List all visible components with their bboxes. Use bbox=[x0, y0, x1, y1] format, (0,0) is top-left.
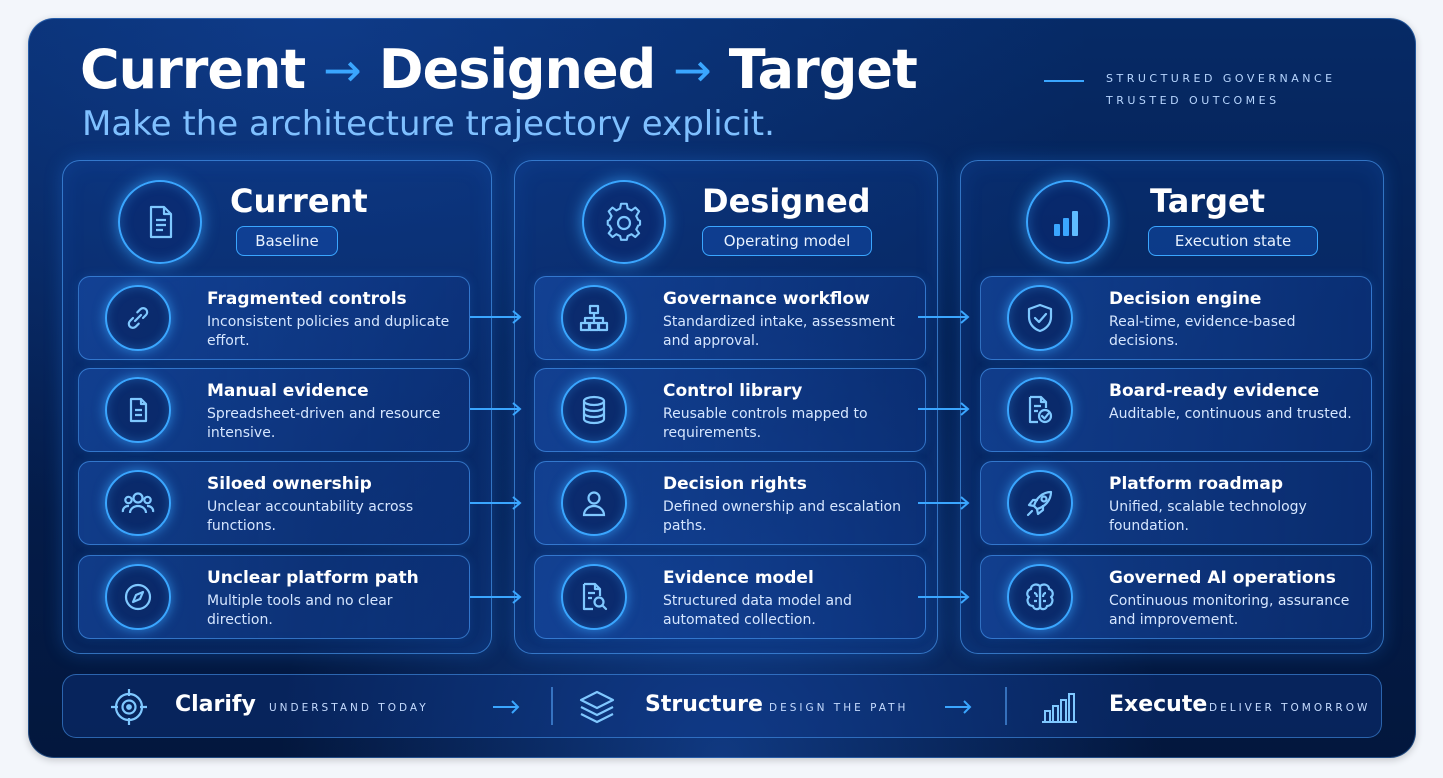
card-title: Governance workflow bbox=[663, 289, 870, 309]
card-description: Spreadsheet-driven and resource intensiv… bbox=[207, 406, 441, 441]
card-title: Siloed ownership bbox=[207, 474, 372, 494]
file-icon bbox=[105, 377, 171, 443]
card-title: Platform roadmap bbox=[1109, 474, 1284, 494]
card-evidence-model: Evidence model Structured data model and… bbox=[534, 555, 926, 639]
flow-arrow bbox=[918, 496, 970, 510]
flow-arrow bbox=[470, 402, 522, 416]
card-description: Structured data model and automated coll… bbox=[663, 593, 852, 628]
process-bar: Clarify UNDERSTAND TODAY Structure DESIG… bbox=[62, 674, 1382, 738]
diagram-canvas: Current → Designed → Target Make the arc… bbox=[28, 18, 1416, 758]
headline-target: Target bbox=[728, 38, 918, 101]
card-description: Multiple tools and no clear direction. bbox=[207, 593, 393, 628]
tagline-rule bbox=[1044, 80, 1084, 82]
headline-current: Current bbox=[80, 38, 306, 101]
card-title: Fragmented controls bbox=[207, 289, 407, 309]
step-execute-desc: DELIVER TOMORROW bbox=[1209, 702, 1371, 714]
card-description: Unified, scalable technology foundation. bbox=[1109, 499, 1307, 534]
headline-designed: Designed bbox=[378, 38, 656, 101]
flow-arrow bbox=[918, 590, 970, 604]
card-manual-evidence: Manual evidence Spreadsheet-driven and r… bbox=[78, 368, 470, 452]
layers-icon bbox=[579, 690, 615, 724]
link-icon bbox=[105, 285, 171, 351]
card-description: Reusable controls mapped to requirements… bbox=[663, 406, 868, 441]
hierarchy-icon bbox=[561, 285, 627, 351]
card-title: Unclear platform path bbox=[207, 568, 419, 588]
card-siloed-ownership: Siloed ownership Unclear accountability … bbox=[78, 461, 470, 545]
document-check-icon bbox=[1007, 377, 1073, 443]
step-clarify-desc: UNDERSTAND TODAY bbox=[269, 702, 429, 714]
card-board-ready-evidence: Board-ready evidence Auditable, continuo… bbox=[980, 368, 1372, 452]
card-platform-roadmap: Platform roadmap Unified, scalable techn… bbox=[980, 461, 1372, 545]
headline-arrow-2: → bbox=[673, 42, 712, 97]
flow-arrow bbox=[918, 402, 970, 416]
card-governed-ai-operations: Governed AI operations Continuous monito… bbox=[980, 555, 1372, 639]
card-description: Standardized intake, assessment and appr… bbox=[663, 314, 895, 349]
card-title: Decision engine bbox=[1109, 289, 1262, 309]
card-description: Defined ownership and escalation paths. bbox=[663, 499, 901, 534]
card-description: Continuous monitoring, assurance and imp… bbox=[1109, 593, 1350, 628]
tagline-line-2: TRUSTED OUTCOMES bbox=[1106, 94, 1280, 107]
card-title: Board-ready evidence bbox=[1109, 381, 1320, 401]
card-fragmented-controls: Fragmented controls Inconsistent policie… bbox=[78, 276, 470, 360]
brain-icon bbox=[1007, 564, 1073, 630]
shield-check-icon bbox=[1007, 285, 1073, 351]
gear-icon bbox=[582, 180, 666, 264]
step-execute: Execute bbox=[1109, 692, 1208, 717]
column-title-designed: Designed bbox=[702, 182, 871, 220]
card-decision-engine: Decision engine Real-time, evidence-base… bbox=[980, 276, 1372, 360]
headline-arrow-1: → bbox=[323, 42, 362, 97]
subtitle: Make the architecture trajectory explici… bbox=[82, 104, 775, 144]
tagline: STRUCTURED GOVERNANCE TRUSTED OUTCOMES bbox=[1106, 68, 1336, 112]
database-icon bbox=[561, 377, 627, 443]
card-unclear-platform-path: Unclear platform path Multiple tools and… bbox=[78, 555, 470, 639]
growth-chart-icon bbox=[1042, 693, 1077, 723]
card-decision-rights: Decision rights Defined ownership and es… bbox=[534, 461, 926, 545]
compass-icon bbox=[105, 564, 171, 630]
bar-chart-icon bbox=[1026, 180, 1110, 264]
flow-arrow bbox=[918, 310, 970, 324]
card-description: Real-time, evidence-based decisions. bbox=[1109, 314, 1296, 349]
column-title-target: Target bbox=[1150, 182, 1265, 220]
step-structure-desc: DESIGN THE PATH bbox=[769, 702, 909, 714]
person-icon bbox=[561, 470, 627, 536]
step-arrow bbox=[493, 700, 520, 714]
users-icon bbox=[105, 470, 171, 536]
card-title: Decision rights bbox=[663, 474, 807, 494]
step-divider bbox=[1005, 687, 1007, 725]
card-governance-workflow: Governance workflow Standardized intake,… bbox=[534, 276, 926, 360]
badge-operating-model: Operating model bbox=[702, 226, 872, 256]
flow-arrow bbox=[470, 496, 522, 510]
flow-arrow bbox=[470, 590, 522, 604]
card-title: Evidence model bbox=[663, 568, 814, 588]
card-title: Manual evidence bbox=[207, 381, 369, 401]
step-clarify: Clarify bbox=[175, 692, 256, 717]
document-icon bbox=[118, 180, 202, 264]
step-arrow bbox=[945, 700, 972, 714]
rocket-icon bbox=[1007, 470, 1073, 536]
step-divider bbox=[551, 687, 553, 725]
card-description: Inconsistent policies and duplicate effo… bbox=[207, 314, 450, 349]
flow-arrow bbox=[470, 310, 522, 324]
step-structure: Structure bbox=[645, 692, 763, 717]
document-search-icon bbox=[561, 564, 627, 630]
target-icon bbox=[111, 689, 147, 725]
card-description: Auditable, continuous and trusted. bbox=[1109, 406, 1352, 422]
headline: Current → Designed → Target bbox=[80, 38, 918, 101]
card-title: Governed AI operations bbox=[1109, 568, 1336, 588]
card-title: Control library bbox=[663, 381, 803, 401]
badge-baseline: Baseline bbox=[236, 226, 338, 256]
badge-execution-state: Execution state bbox=[1148, 226, 1318, 256]
tagline-line-1: STRUCTURED GOVERNANCE bbox=[1106, 72, 1336, 85]
column-title-current: Current bbox=[230, 182, 368, 220]
card-control-library: Control library Reusable controls mapped… bbox=[534, 368, 926, 452]
card-description: Unclear accountability across functions. bbox=[207, 499, 414, 534]
